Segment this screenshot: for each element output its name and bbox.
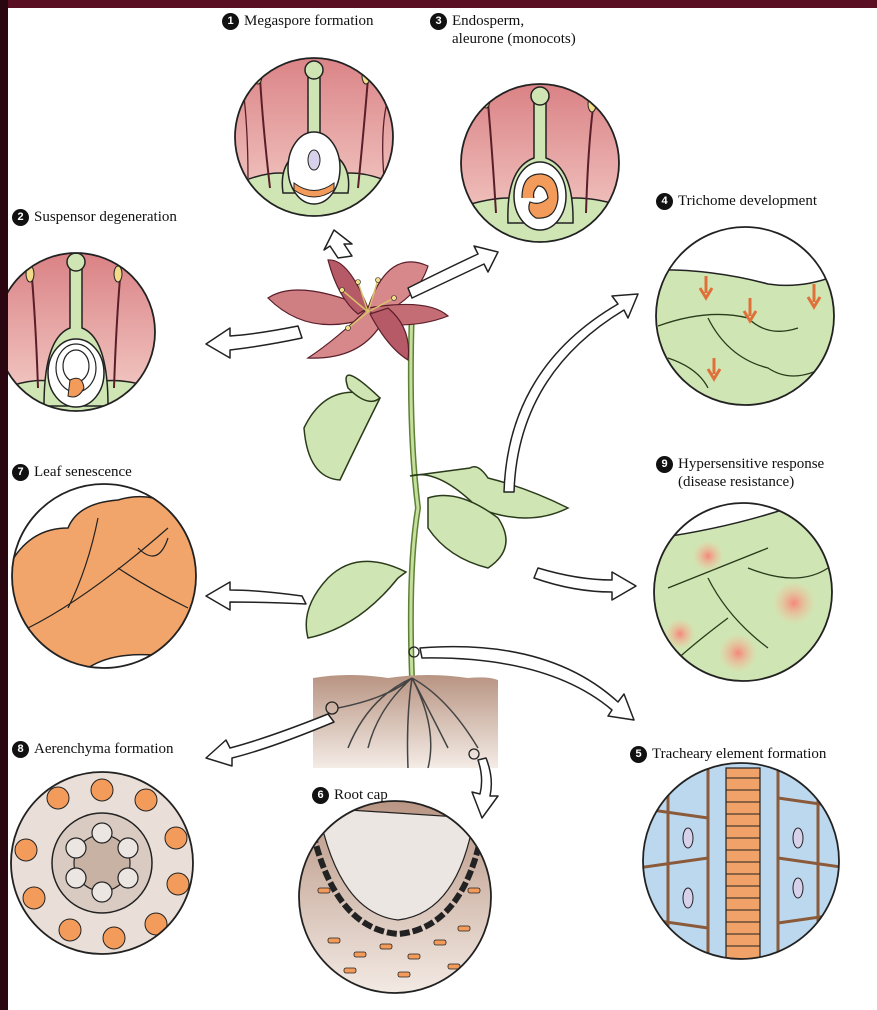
tracheary-circle (638, 758, 848, 968)
label-text: Tracheary element formation (652, 746, 826, 762)
label-text: Endosperm, (452, 13, 524, 29)
label-number-badge: 3 (430, 13, 447, 30)
label-number-badge: 7 (12, 464, 29, 481)
label-number-badge: 8 (12, 741, 29, 758)
megaspore-circle (228, 48, 408, 228)
label-number-badge: 2 (12, 209, 29, 226)
label-text: Megaspore formation (244, 13, 374, 29)
root-cap-circle (293, 798, 503, 998)
trichome-circle (648, 218, 848, 418)
senescence-circle (8, 497, 201, 668)
label-suspensor-degeneration: 2 Suspensor degeneration (12, 208, 177, 226)
label-root-cap: 6 Root cap (312, 786, 388, 804)
label-number-badge: 5 (630, 746, 647, 763)
endosperm-circle (458, 78, 628, 248)
label-endosperm: 3 Endosperm, aleurone (monocots) (430, 12, 576, 48)
label-number-badge: 4 (656, 193, 673, 210)
label-leaf-senescence: 7 Leaf senescence (12, 463, 132, 481)
label-text: Hypersensitive response (678, 456, 824, 472)
suspensor-circle (8, 248, 168, 418)
label-text-line2: (disease resistance) (656, 473, 824, 491)
label-trichome-development: 4 Trichome development (656, 192, 817, 210)
label-aerenchyma-formation: 8 Aerenchyma formation (12, 740, 174, 758)
label-number-badge: 1 (222, 13, 239, 30)
diagram-illustration (8, 8, 877, 1010)
label-text-line2: aleurone (monocots) (430, 30, 576, 48)
label-number-badge: 6 (312, 787, 329, 804)
label-megaspore-formation: 1 Megaspore formation (222, 12, 374, 30)
label-text: Trichome development (678, 193, 817, 209)
plant-stem (411, 308, 418, 678)
label-tracheary-element-formation: 5 Tracheary element formation (630, 745, 826, 763)
label-number-badge: 9 (656, 456, 673, 473)
flower (268, 260, 448, 360)
label-text: Aerenchyma formation (34, 741, 174, 757)
aerenchyma-circle (8, 768, 198, 958)
label-text: Suspensor degeneration (34, 209, 177, 225)
label-text: Root cap (334, 787, 388, 803)
frame-border-top (0, 0, 877, 8)
frame-border-left (0, 0, 8, 1010)
soil-block (313, 675, 498, 768)
label-hypersensitive-response: 9 Hypersensitive response (disease resist… (656, 455, 824, 491)
label-text: Leaf senescence (34, 464, 132, 480)
